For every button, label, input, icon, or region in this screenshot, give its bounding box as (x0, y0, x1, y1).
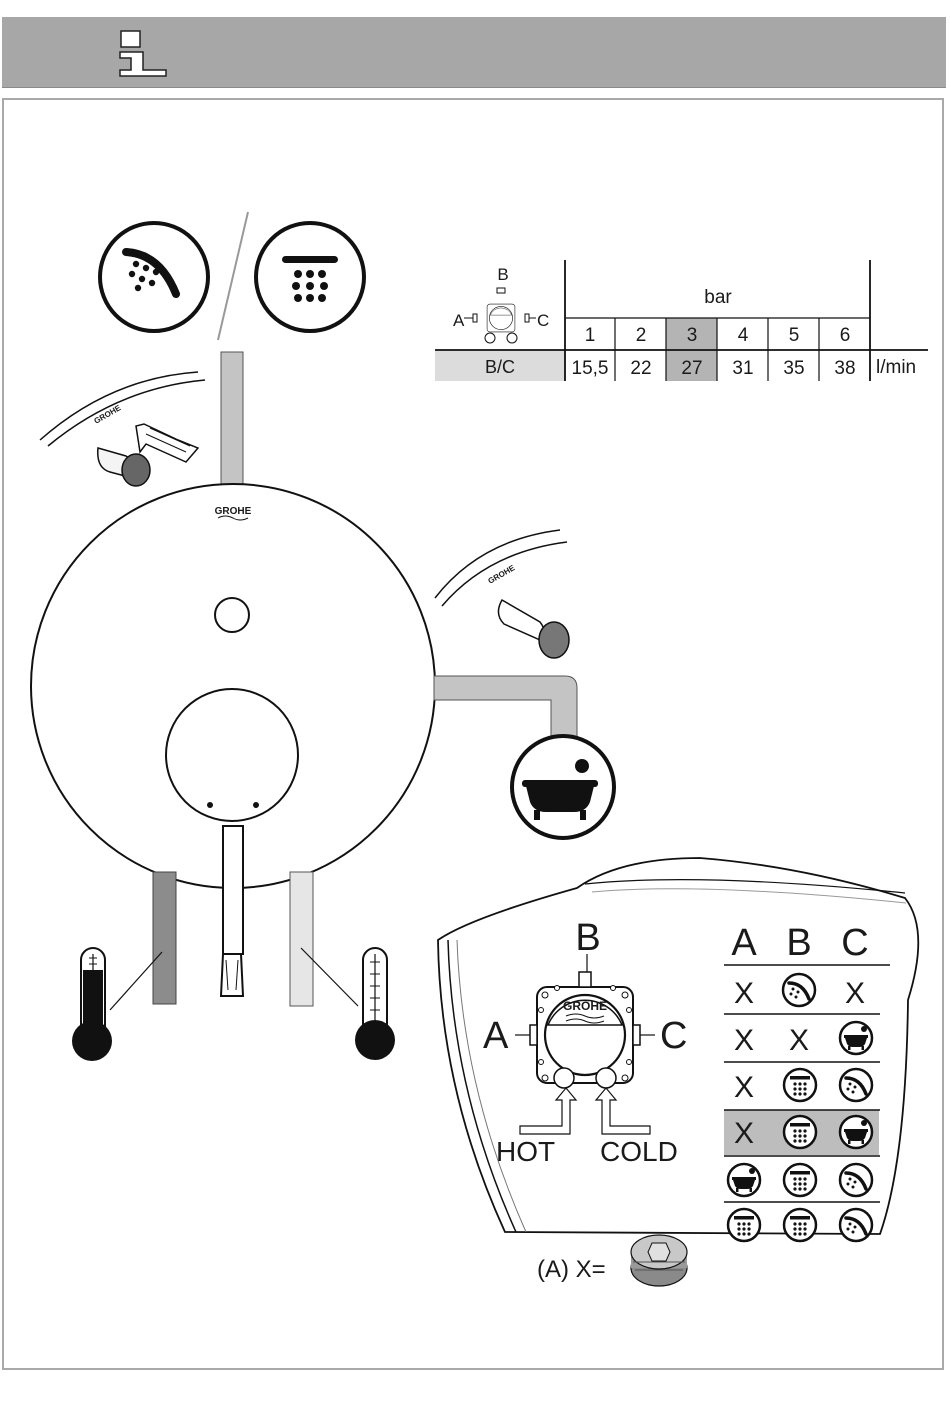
diverter-button[interactable] (215, 598, 249, 632)
outlet-config-callout: GROHE B A C HOT COLD A B C (438, 858, 918, 1241)
config-r4-a: X (734, 1117, 754, 1150)
bath-outlet-pipe (434, 676, 577, 740)
handle-rosette (166, 689, 298, 821)
config-r2-b: X (789, 1024, 809, 1057)
thermometer-hot-icon (72, 948, 162, 1061)
config-r2-a: X (734, 1024, 754, 1057)
config-r1-a: X (734, 977, 754, 1010)
label-a: A (483, 1015, 509, 1057)
pressure-1: 1 (585, 325, 596, 346)
cold-supply-pipe (290, 872, 313, 1006)
pressure-6: 6 (840, 325, 851, 346)
plug-remove-detail: GROHE (435, 530, 569, 658)
flow-5: 35 (783, 358, 804, 379)
pressure-unit-header: bar (704, 287, 732, 308)
flow-unit: l/min (876, 357, 916, 378)
config-header-b: B (786, 922, 811, 964)
thermometer-cold-icon (301, 948, 395, 1060)
mixer-brand-mark: GROHE (563, 999, 607, 1013)
config-header-c: C (841, 922, 868, 964)
mini-mixer-diagram: B A C (453, 265, 549, 343)
flow-3: 27 (681, 358, 702, 379)
bathtub-icon (512, 736, 614, 838)
flow-4: 31 (732, 358, 753, 379)
flow-6: 38 (834, 358, 855, 379)
mini-label-c: C (537, 311, 549, 330)
trim-brand-mark: GROHE (215, 506, 252, 517)
config-r3-a: X (734, 1071, 754, 1104)
hot-label: HOT (496, 1136, 555, 1167)
hot-supply-pipe (153, 872, 176, 1004)
hand-shower-icon (100, 223, 208, 331)
pressure-2: 2 (636, 325, 647, 346)
top-outlet-pipe (221, 352, 243, 492)
config-header-a: A (731, 922, 757, 964)
mini-label-a: A (453, 311, 465, 330)
row-label-bc: B/C (485, 357, 515, 377)
head-shower-icon (256, 223, 364, 331)
cold-label: COLD (600, 1136, 678, 1167)
flow-rate-table: B A C bar 1 2 3 4 5 6 B/C 15,5 22 27 31 … (435, 260, 928, 381)
flow-2: 22 (630, 358, 651, 379)
pressure-4: 4 (738, 325, 749, 346)
config-r1-c: X (845, 977, 865, 1010)
plug-insert-detail: GROHE (40, 372, 205, 486)
flow-1: 15,5 (572, 358, 609, 379)
pressure-5: 5 (789, 325, 800, 346)
info-icon (120, 31, 166, 76)
pressure-3: 3 (687, 325, 698, 346)
label-c: C (660, 1015, 687, 1057)
plug-note: (A) X= (537, 1256, 606, 1283)
trim-plate: GROHE (31, 484, 435, 996)
divider-line (218, 212, 248, 340)
mini-label-b: B (497, 265, 508, 284)
plug-icon (631, 1235, 687, 1286)
lever-handle[interactable] (223, 826, 243, 954)
label-b: B (575, 917, 600, 959)
